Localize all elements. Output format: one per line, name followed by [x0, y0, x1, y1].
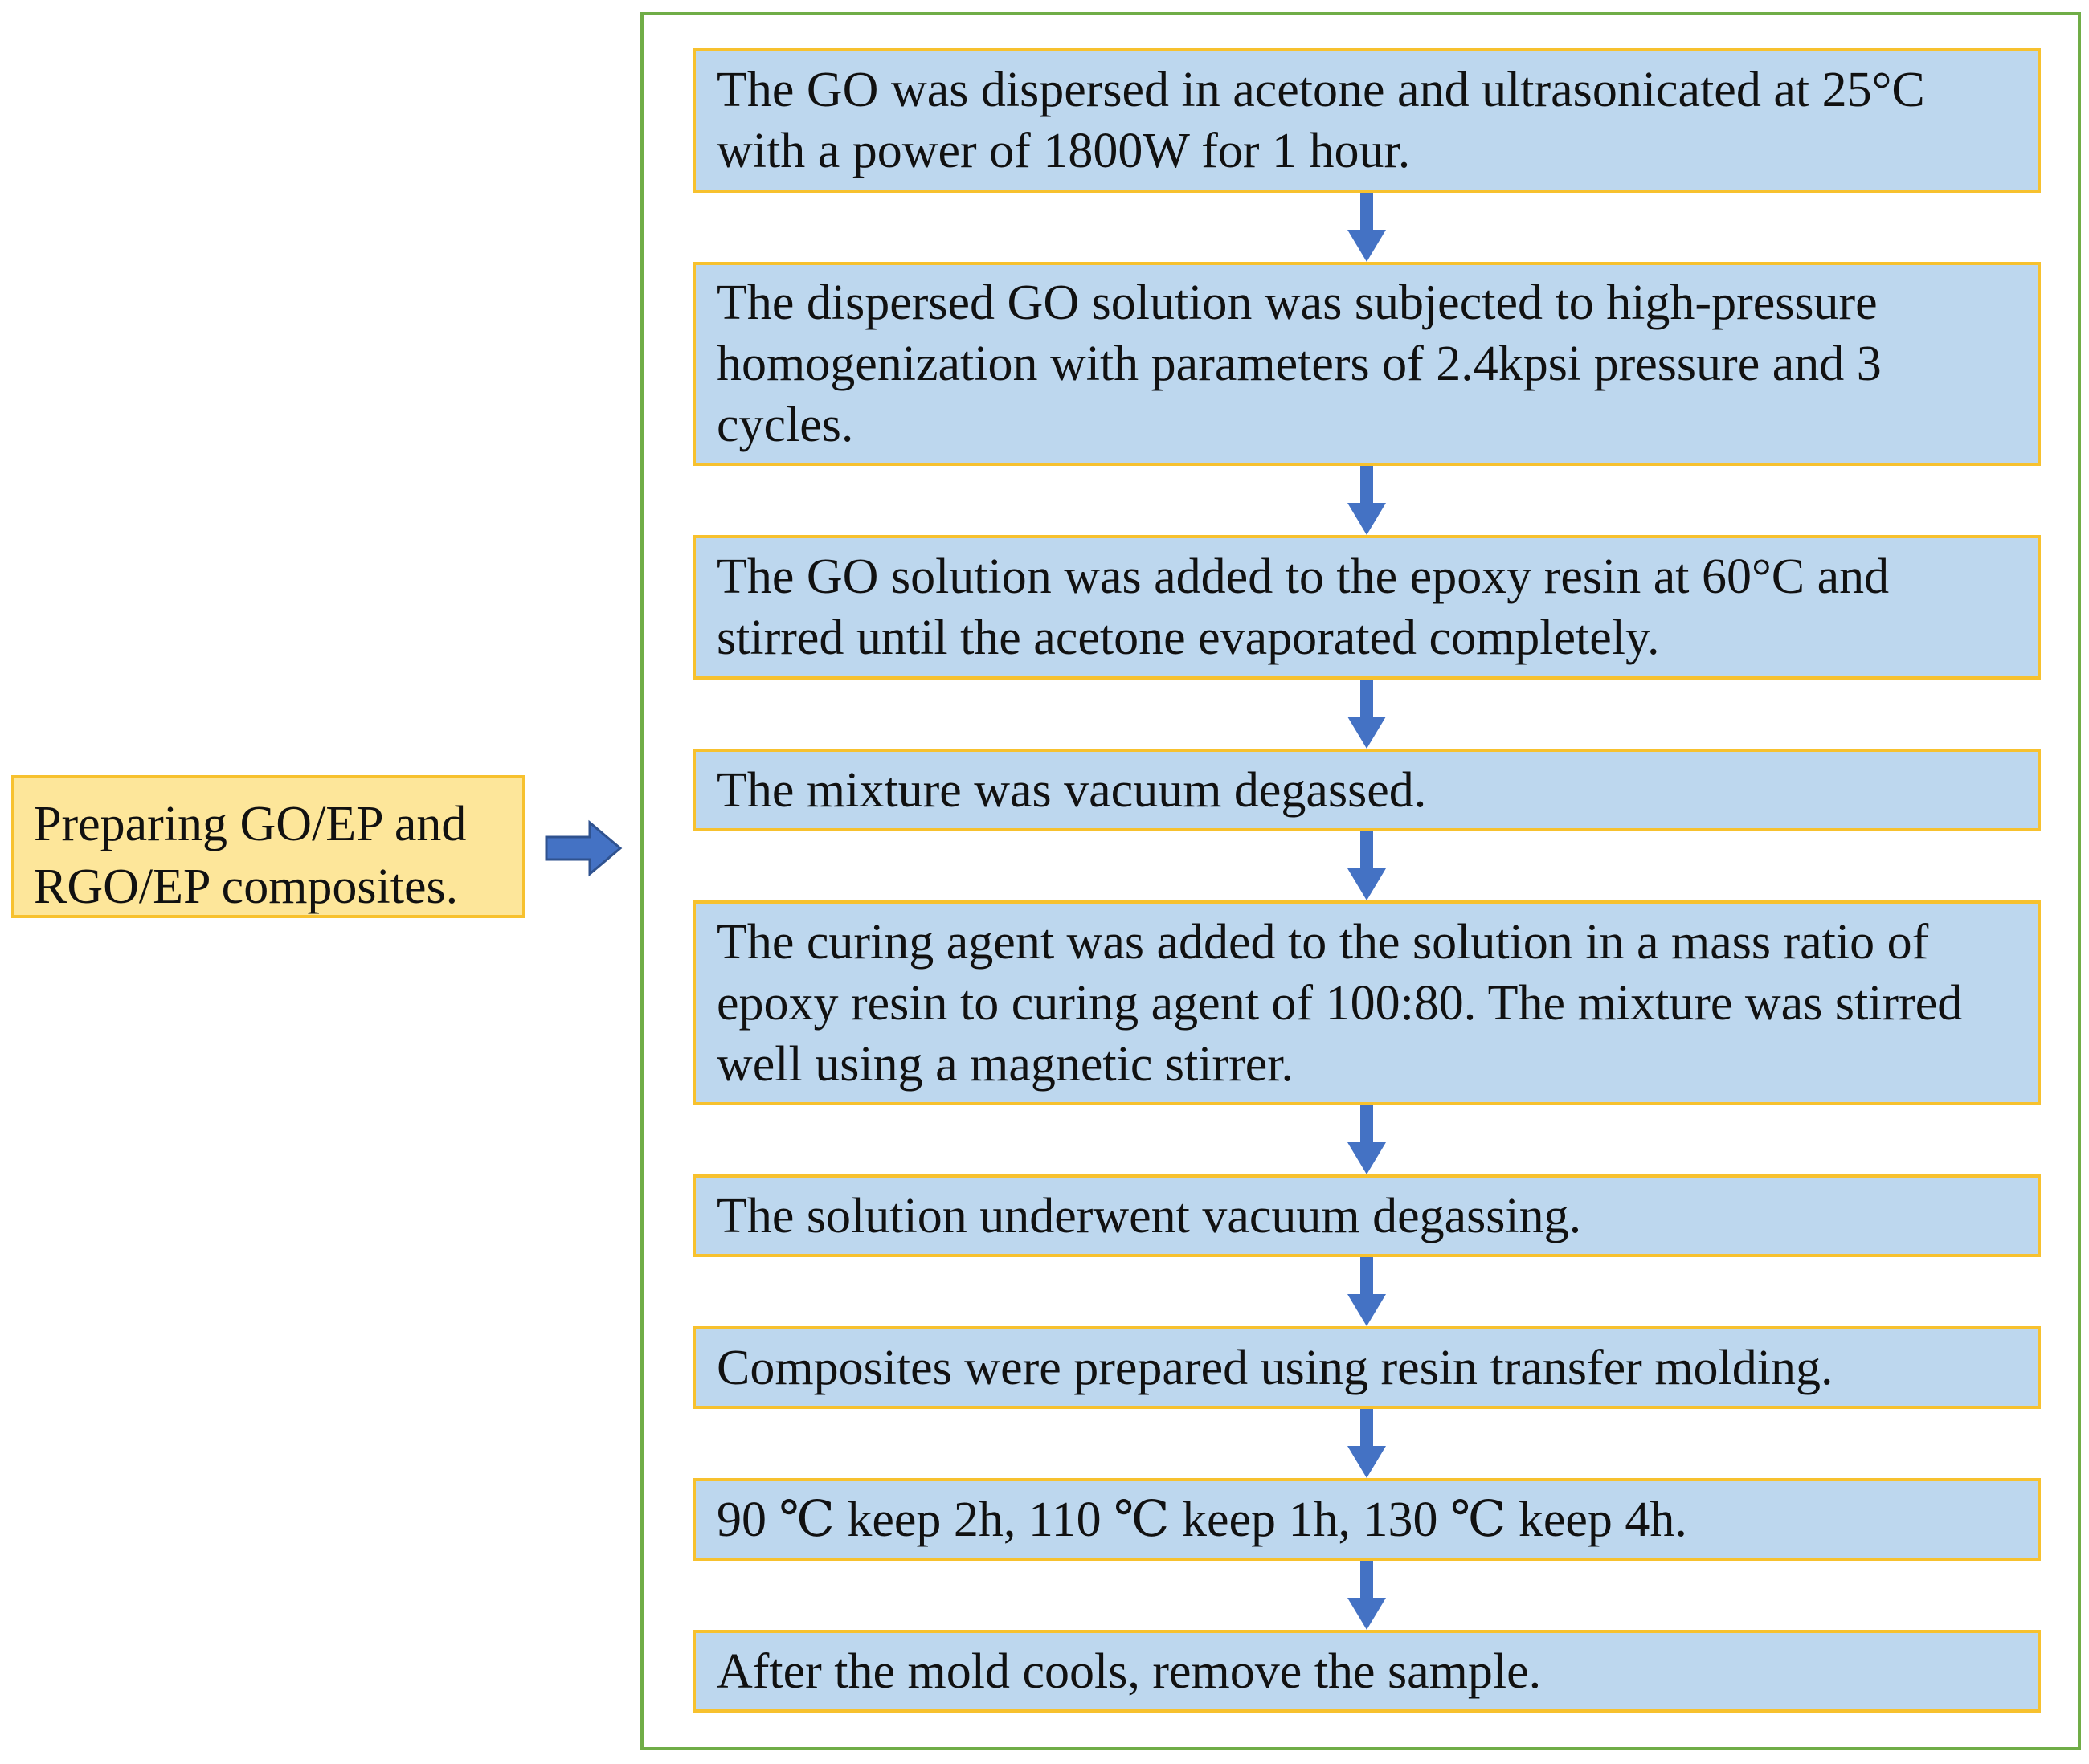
start-node-label: Preparing GO/EP and RGO/EP composites.	[34, 797, 467, 914]
step-3-text: The GO solution was added to the epoxy r…	[717, 549, 1890, 665]
process-frame	[640, 12, 2081, 1750]
step-8: 90 ℃ keep 2h, 110 ℃ keep 1h, 130 ℃ keep …	[693, 1478, 2041, 1561]
down-arrow-icon	[1347, 1561, 1386, 1630]
step-2-text: The dispersed GO solution was subjected …	[717, 276, 1882, 452]
down-arrow-icon	[1347, 1409, 1386, 1478]
step-3: The GO solution was added to the epoxy r…	[693, 535, 2041, 680]
down-arrow-icon	[1347, 466, 1386, 535]
step-2: The dispersed GO solution was subjected …	[693, 262, 2041, 466]
step-1-text: The GO was dispersed in acetone and ultr…	[717, 63, 1925, 178]
down-arrow-icon	[1347, 831, 1386, 900]
down-arrow-icon	[1347, 193, 1386, 262]
step-7: Composites were prepared using resin tra…	[693, 1326, 2041, 1409]
start-node: Preparing GO/EP and RGO/EP composites.	[11, 775, 525, 918]
step-8-text: 90 ℃ keep 2h, 110 ℃ keep 1h, 130 ℃ keep …	[717, 1492, 1687, 1547]
step-4-text: The mixture was vacuum degassed.	[717, 762, 1427, 818]
down-arrow-icon	[1347, 1257, 1386, 1326]
step-6: The solution underwent vacuum degassing.	[693, 1174, 2041, 1257]
step-9: After the mold cools, remove the sample.	[693, 1630, 2041, 1713]
down-arrow-icon	[1347, 680, 1386, 749]
step-1: The GO was dispersed in acetone and ultr…	[693, 48, 2041, 193]
step-4: The mixture was vacuum degassed.	[693, 749, 2041, 831]
step-6-text: The solution underwent vacuum degassing.	[717, 1188, 1582, 1243]
step-5-text: The curing agent was added to the soluti…	[717, 914, 1963, 1092]
down-arrow-icon	[1347, 1105, 1386, 1174]
step-9-text: After the mold cools, remove the sample.	[717, 1644, 1542, 1699]
step-7-text: Composites were prepared using resin tra…	[717, 1340, 1833, 1395]
step-5: The curing agent was added to the soluti…	[693, 900, 2041, 1105]
right-arrow-icon	[545, 819, 623, 877]
